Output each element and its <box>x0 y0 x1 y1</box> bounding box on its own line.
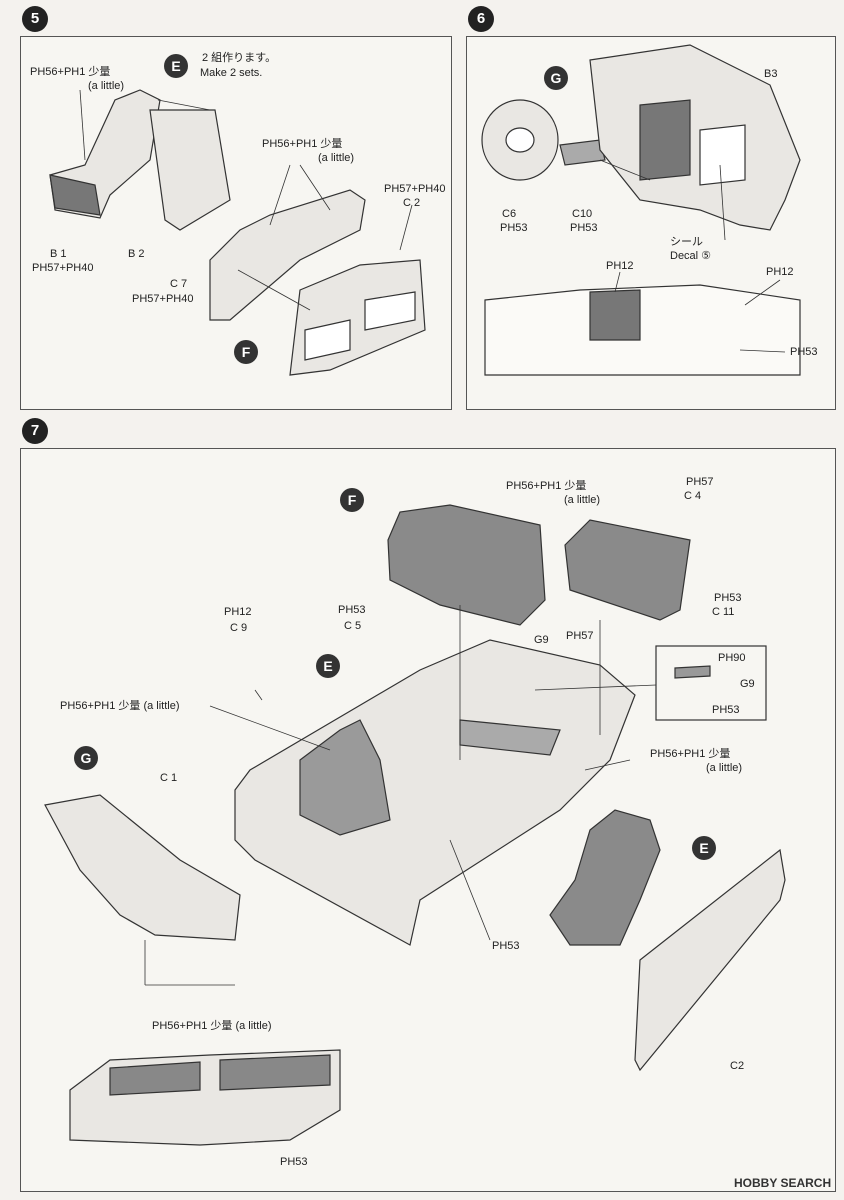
s6-c6-paint: PH53 <box>500 222 528 234</box>
s7-panel-paint: PH56+PH1 少量 (a little) <box>152 1020 272 1032</box>
s5-c7-label: C 7 <box>170 278 188 290</box>
s5-paint-right: PH57+PH40 <box>384 183 446 195</box>
s6-paint-right: PH12 <box>766 266 794 278</box>
s5-c7-paint: PH57+PH40 <box>132 293 194 305</box>
s6-c6-label: C6 <box>502 208 517 220</box>
s6-paint-lower-right: PH53 <box>790 346 818 358</box>
s7-box-g9: G9 <box>740 678 755 690</box>
s7-part-f-marker: F <box>340 488 364 512</box>
s7-f-paint: PH56+PH1 少量 <box>506 480 587 492</box>
s5-paint-top-left-en: (a little) <box>88 80 125 92</box>
s7-floor-paint: PH53 <box>492 940 520 952</box>
s7-f-paint-en: (a little) <box>564 494 601 506</box>
s7-right-paint: PH56+PH1 少量 <box>650 748 731 760</box>
s7-part-e2-marker: E <box>692 836 716 860</box>
s7-c4-label: C 4 <box>684 490 702 502</box>
s7-c9-label: C 9 <box>230 622 248 634</box>
step-7-badge: 7 <box>22 418 48 444</box>
s7-c11-label: C 11 <box>712 606 735 618</box>
s5-b2-label: B 2 <box>128 248 145 260</box>
s7-c1-label: C 1 <box>160 772 178 784</box>
part-f-marker: F <box>234 340 258 364</box>
step-6-badge: 6 <box>468 6 494 32</box>
s7-c4-paint: PH57 <box>686 476 714 488</box>
s7-c9-paint: PH12 <box>224 606 252 618</box>
s5-b1-paint: PH57+PH40 <box>32 262 94 274</box>
s7-part-g-marker: G <box>74 746 98 770</box>
s7-c5-paint: PH53 <box>338 604 366 616</box>
step-5-badge: 5 <box>22 6 48 32</box>
s6-seal-label: シール <box>670 236 703 248</box>
s7-c2-label: C2 <box>730 1060 745 1072</box>
s5-paint-mid: PH56+PH1 少量 <box>262 138 343 150</box>
s7-c11-paint: PH53 <box>714 592 742 604</box>
s7-door-paint: PH56+PH1 少量 (a little) <box>60 700 180 712</box>
s5-c2-label: C 2 <box>403 197 421 209</box>
s5-make2-jp: 2 組作ります。 <box>202 52 277 64</box>
s7-c5-label: C 5 <box>344 620 362 632</box>
s5-paint-mid-en: (a little) <box>318 152 355 164</box>
s7-panel-lower-paint: PH53 <box>280 1156 308 1168</box>
part-e-marker: E <box>164 54 188 78</box>
s6-c10-paint: PH53 <box>570 222 598 234</box>
s7-part-e-marker: E <box>316 654 340 678</box>
s5-paint-top-left: PH56+PH1 少量 <box>30 66 111 78</box>
s5-make2-en: Make 2 sets. <box>200 67 263 79</box>
s5-b1-label: B 1 <box>50 248 67 260</box>
s6-c10-label: C10 <box>572 208 593 220</box>
s6-b3-label: B3 <box>764 68 778 80</box>
s7-box-paint: PH90 <box>718 652 746 664</box>
s7-f-lower-paint: PH57 <box>566 630 594 642</box>
watermark: HOBBY SEARCH <box>734 1176 832 1190</box>
s7-g9-label: G9 <box>534 634 549 646</box>
part-g-marker: G <box>544 66 568 90</box>
s7-box-paint2: PH53 <box>712 704 740 716</box>
s7-right-paint-en: (a little) <box>706 762 743 774</box>
s6-decal-label: Decal ⑤ <box>670 250 712 262</box>
s6-paint-center: PH12 <box>606 260 634 272</box>
